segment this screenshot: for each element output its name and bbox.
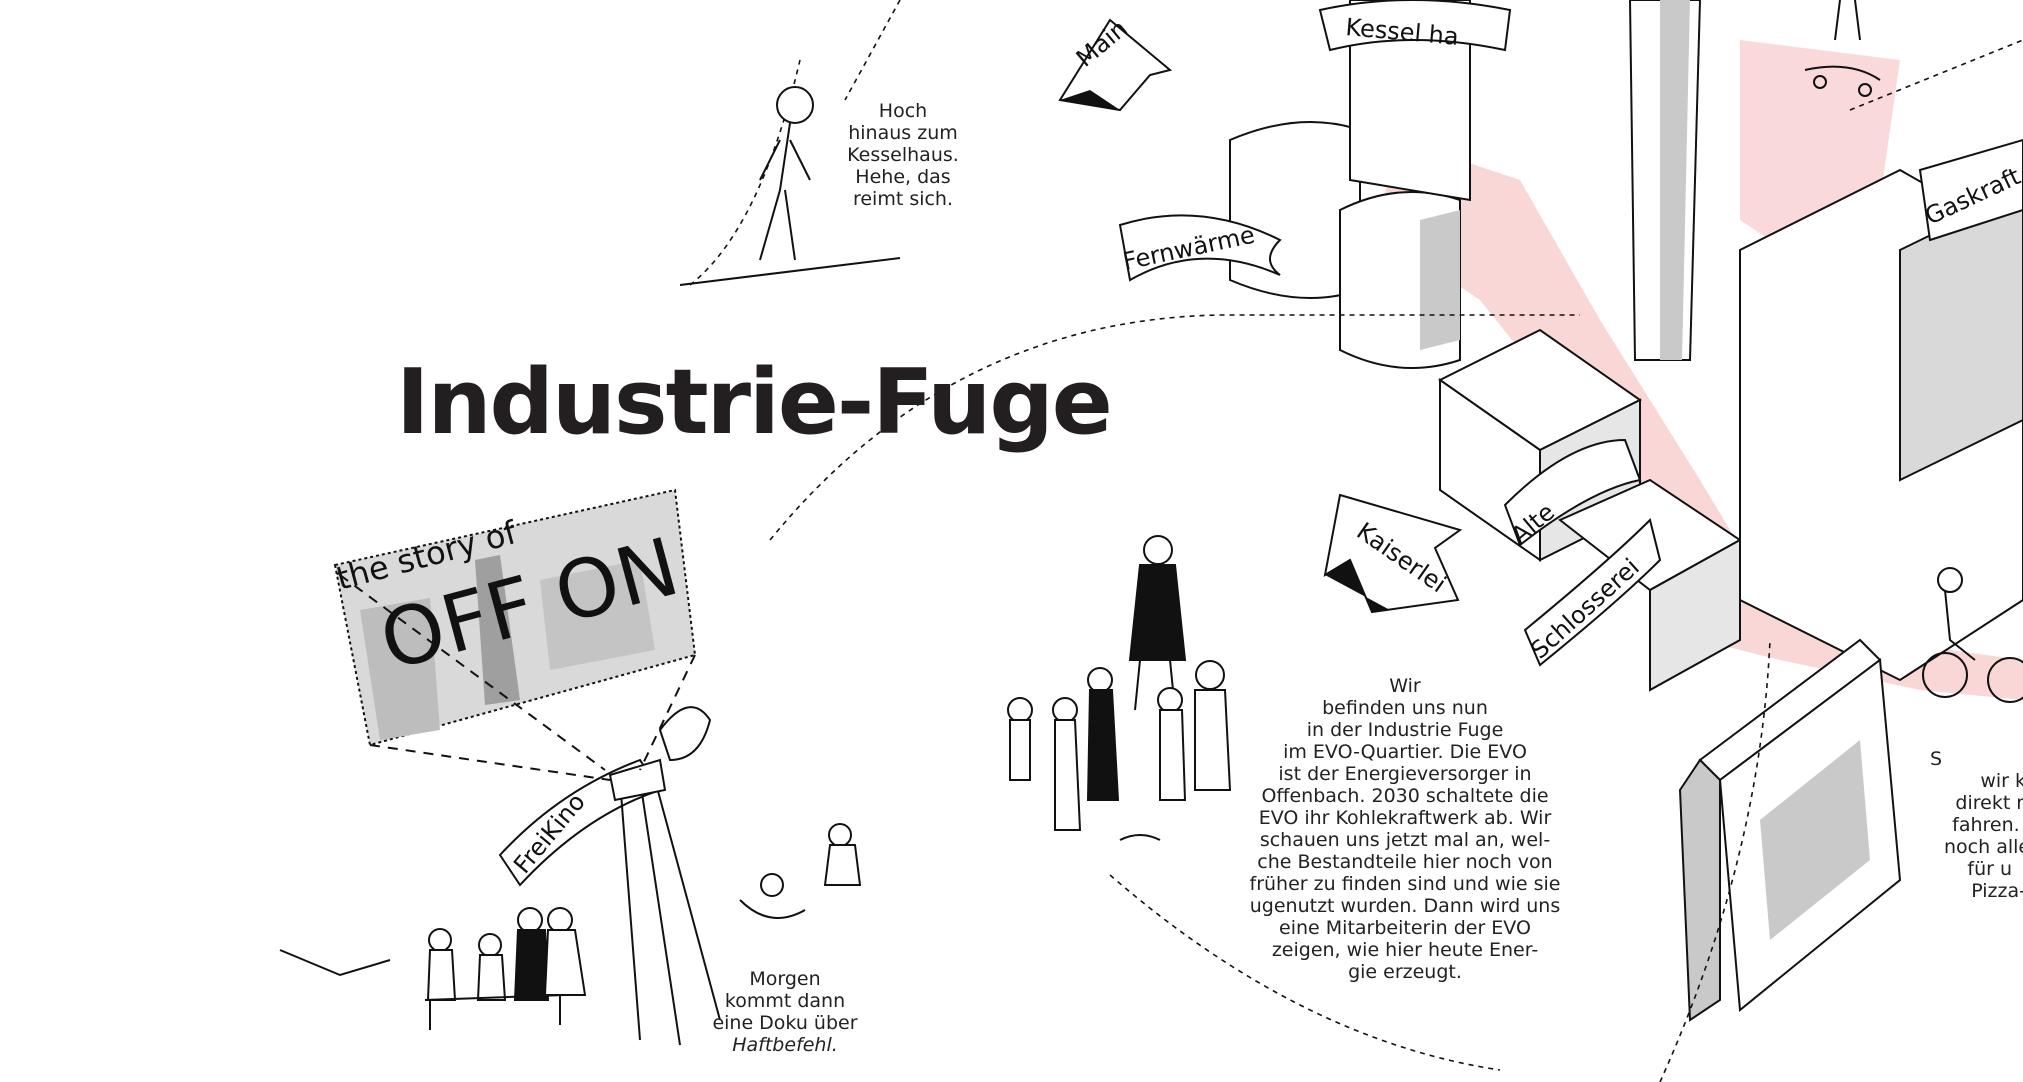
caption-line: zeigen, wie hier heute Ener- — [1271, 939, 1539, 961]
caption-kesselhaus: Hoch hinaus zum Kesselhaus. Hehe, das re… — [838, 100, 968, 210]
kaiserlei-arrow — [1323, 493, 1463, 614]
main-arrow — [1058, 18, 1173, 112]
film-title: Haftbefehl. — [732, 1034, 838, 1056]
caption-line: eine Mitarbeiterin der EVO — [1279, 917, 1531, 939]
silos — [1229, 0, 1471, 369]
page-title: Industrie-Fuge — [396, 350, 1113, 455]
banner-gaskraft — [1918, 138, 2023, 242]
caption-line: eine Doku über — [712, 1012, 858, 1034]
skateboarder — [1804, 0, 1881, 97]
pink-route — [1380, 140, 2023, 700]
caption-line: Hoch — [878, 100, 928, 122]
banner-schlosserei — [1523, 518, 1662, 667]
caption-line: noch alles — [1944, 836, 2023, 858]
caption-right-cut: S wir k direkt na fahren. H noch alles f… — [1900, 748, 2023, 902]
caption-line: fahren. H — [1952, 814, 2023, 836]
caption-doku: Morgen kommt dann eine Doku über Haftbef… — [690, 968, 880, 1056]
caption-line: wir k — [1980, 770, 2023, 792]
caption-intro: Wir befinden uns nun in der Industrie Fu… — [1230, 675, 1580, 983]
caption-line: in der Industrie Fuge — [1306, 719, 1504, 741]
caption-line: Pizza- — [1971, 880, 2023, 902]
caption-line: im EVO-Quartier. Die EVO — [1283, 741, 1527, 763]
caption-line: EVO ihr Kohlekraftwerk ab. Wir — [1258, 807, 1552, 829]
caption-line: hinaus zum — [848, 122, 958, 144]
caption-line: che Bestandteile hier noch von — [1257, 851, 1553, 873]
caption-line: befinden uns nun — [1322, 697, 1488, 719]
caption-line: schauen uns jetzt mal an, wel- — [1259, 829, 1551, 851]
caption-line: ist der Energieversorger in — [1278, 763, 1532, 785]
audience — [279, 823, 862, 1030]
caption-line: direkt na — [1955, 792, 2023, 814]
caption-line: Hehe, das — [855, 166, 951, 188]
caption-line: Kesselhaus. — [847, 144, 959, 166]
chimney — [1628, 0, 1702, 361]
label-schlosserei: Schlosserei — [1525, 553, 1644, 665]
caption-line: kommt dann — [724, 990, 846, 1012]
caption-line: S — [1929, 748, 1942, 770]
banner-kesselhaus — [1318, 0, 1512, 52]
building-blocks — [1438, 168, 2023, 1022]
caption-line: für u — [1967, 858, 2012, 880]
caption-line: reimt sich. — [852, 188, 954, 210]
cyclist — [1922, 567, 2023, 703]
caption-line: ugenutzt wurden. Dann wird uns — [1249, 895, 1561, 917]
projector — [339, 574, 721, 1046]
group-of-people — [1007, 535, 1232, 841]
caption-line: Morgen — [749, 968, 821, 990]
caption-line: Haftbefehl. — [690, 1034, 880, 1056]
offon-sign: the story of OFF ON — [332, 488, 697, 747]
caption-line: früher zu finden sind und wie sie — [1249, 873, 1561, 895]
caption-line: Wir — [1389, 675, 1421, 697]
banner-alte — [1503, 438, 1642, 547]
caption-line: gie erzeugt. — [1348, 961, 1462, 983]
banner-fernwaerme — [1118, 214, 1282, 282]
woman-walking — [679, 86, 901, 286]
caption-line: Offenbach. 2030 schaltete die — [1261, 785, 1549, 807]
